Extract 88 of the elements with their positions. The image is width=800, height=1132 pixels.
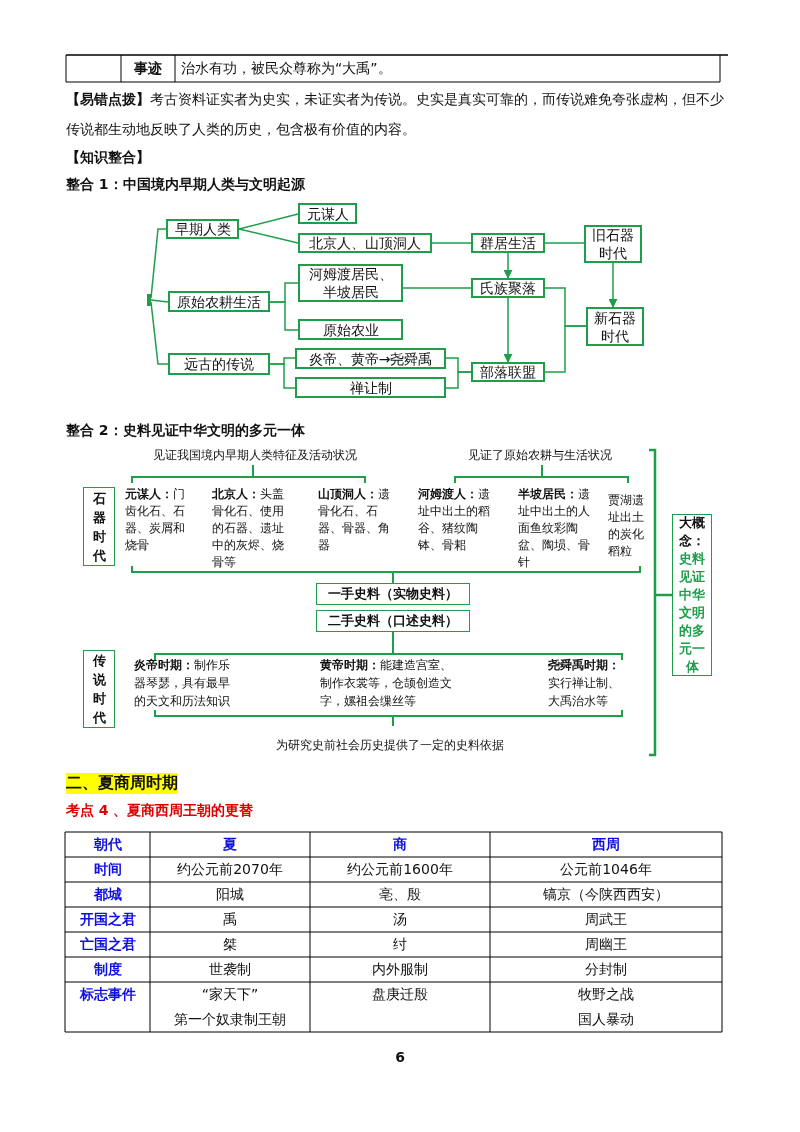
junction-bar xyxy=(147,294,151,306)
connector-line xyxy=(150,299,169,303)
concept-text: 史料见证中华文明的多元一体 xyxy=(678,550,706,676)
connector-line xyxy=(238,213,299,230)
evidence-text: 河姆渡人：遗址中出土的稻谷、猪纹陶钵、骨耜 xyxy=(418,486,491,554)
legend-period-text: 尧舜禹时期：实行禅让制、大禹治水等 xyxy=(548,657,621,710)
cell-text: 周幽王 xyxy=(585,935,627,954)
cell-text: 国人暴动 xyxy=(578,1010,634,1029)
legend-period-text: 黄帝时期：能建造宫室、制作衣裳等，仓颉创造文字，嫘祖会缫丝等 xyxy=(320,657,453,710)
cell-text: 分封制 xyxy=(585,960,627,979)
arrow xyxy=(503,297,513,363)
bracket-caption: 见证我国境内早期人类特征及活动状况 xyxy=(153,447,357,464)
table-header: 夏 xyxy=(223,835,237,854)
concept-box: 炎帝、黄帝→尧舜禹 xyxy=(295,348,446,369)
page-number: 6 xyxy=(395,1049,405,1065)
connector-line xyxy=(445,371,472,389)
cell-text: 汤 xyxy=(393,910,407,929)
evidence-text: 山顶洞人：遗骨化石、石器、骨器、角器 xyxy=(318,486,391,554)
connector-line xyxy=(269,363,296,389)
row-header: 标志事件 xyxy=(79,985,136,1004)
section-heading: 整合 1：中国境内早期人类与文明起源 xyxy=(66,176,305,194)
cell-text: 桀 xyxy=(223,935,237,954)
cell-text: 牧野之战 xyxy=(578,985,634,1004)
row-header: 事迹 xyxy=(134,59,162,78)
cell-text: 约公元前2070年 xyxy=(177,860,283,879)
cell-text: 镐京（今陕西西安） xyxy=(543,885,669,904)
concept-box: 部落联盟 xyxy=(471,362,545,382)
cell-text: 世袭制 xyxy=(209,960,251,979)
row-header: 亡国之君 xyxy=(79,935,136,954)
connector-line xyxy=(431,242,472,244)
concept-box: 河姆渡居民、半坡居民 xyxy=(298,264,403,302)
cell-text: 约公元前1600年 xyxy=(347,860,453,879)
bracket-caption: 见证了原始农耕与生活状况 xyxy=(468,447,612,464)
concept-box: 禅让制 xyxy=(295,377,446,398)
cell-text: 阳城 xyxy=(216,885,244,904)
connector-line xyxy=(402,287,472,289)
concept-box xyxy=(672,514,712,676)
cell-text: “家天下” xyxy=(201,985,259,1004)
connector-line xyxy=(544,325,587,373)
table-header: 商 xyxy=(393,835,407,854)
table-header: 西周 xyxy=(592,835,620,854)
concept-box: 原始农业 xyxy=(298,319,403,340)
connector-line xyxy=(150,228,167,299)
arrow xyxy=(503,252,513,279)
period-box: 石器时代 xyxy=(83,487,115,566)
source-box: 一手史料（实物史料） xyxy=(316,583,470,605)
concept-heading: 大概念： xyxy=(678,514,706,550)
connector-line xyxy=(269,301,299,331)
evidence-text: 贾湖遗址出土的炭化稻粒 xyxy=(608,492,645,560)
connector-line xyxy=(238,228,299,244)
concept-box: 北京人、山顶洞人 xyxy=(298,233,432,253)
concept-box: 原始农耕生活 xyxy=(168,291,270,312)
evidence-text: 北京人：头盖骨化石、使用的石器、遗址中的灰烬、烧骨等 xyxy=(212,486,285,571)
topic-heading: 考点 4 、夏商西周王朝的更替 xyxy=(66,802,254,820)
legend-period-text: 炎帝时期：制作乐器琴瑟，具有最早的天文和历法知识 xyxy=(134,657,231,710)
chapter-heading: 二、夏商周时期 xyxy=(66,772,178,794)
row-header: 时间 xyxy=(93,860,122,879)
concept-box: 元谋人 xyxy=(298,203,357,224)
source-box: 二手史料（口述史料） xyxy=(316,610,470,632)
cell-text: 纣 xyxy=(393,935,407,954)
row-header: 都城 xyxy=(93,885,122,904)
cell-text: 公元前1046年 xyxy=(560,860,652,879)
concept-box: 新石器时代 xyxy=(586,307,644,346)
row-header: 制度 xyxy=(93,960,122,979)
note-paragraph: 【易错点拨】考古资料证实者为史实，未证实者为传说。史实是真实可靠的，而传说难免夸张虚构，但不少传说都生动地反映了人类的历史，包含极有价值的内容。 xyxy=(66,90,725,139)
concept-box: 远古的传说 xyxy=(168,353,270,375)
cell-text: 盘庚迁殷 xyxy=(372,985,428,1004)
concept-box: 早期人类 xyxy=(166,219,239,239)
cell-text: 禹 xyxy=(223,910,237,929)
cell-text: 亳、殷 xyxy=(379,885,421,904)
conclusion-text: 为研究史前社会历史提供了一定的史料依据 xyxy=(276,736,504,754)
connector-line xyxy=(150,301,169,365)
section-heading: 【知识整合】 xyxy=(66,149,150,167)
period-box: 传说时代 xyxy=(83,650,115,728)
evidence-text: 半坡居民：遗址中出土的人面鱼纹彩陶盆、陶埙、骨针 xyxy=(518,486,591,571)
connector-line xyxy=(544,242,585,244)
section-heading: 整合 2：史料见证中华文明的多元一体 xyxy=(66,422,305,440)
concept-box: 群居生活 xyxy=(471,233,545,253)
cell-text: 第一个奴隶制王朝 xyxy=(174,1010,286,1029)
evidence-text: 元谋人：门齿化石、石器、炭屑和烧骨 xyxy=(125,486,186,554)
row-header: 开国之君 xyxy=(79,910,136,929)
cell-text: 周武王 xyxy=(585,910,627,929)
cell-text: 治水有功，被民众尊称为“大禹”。 xyxy=(181,59,392,78)
cell-text: 内外服制 xyxy=(372,960,428,979)
concept-box: 氏族聚落 xyxy=(471,278,545,298)
concept-box: 旧石器时代 xyxy=(584,225,642,263)
arrow xyxy=(608,262,618,308)
table-header: 朝代 xyxy=(93,835,122,854)
